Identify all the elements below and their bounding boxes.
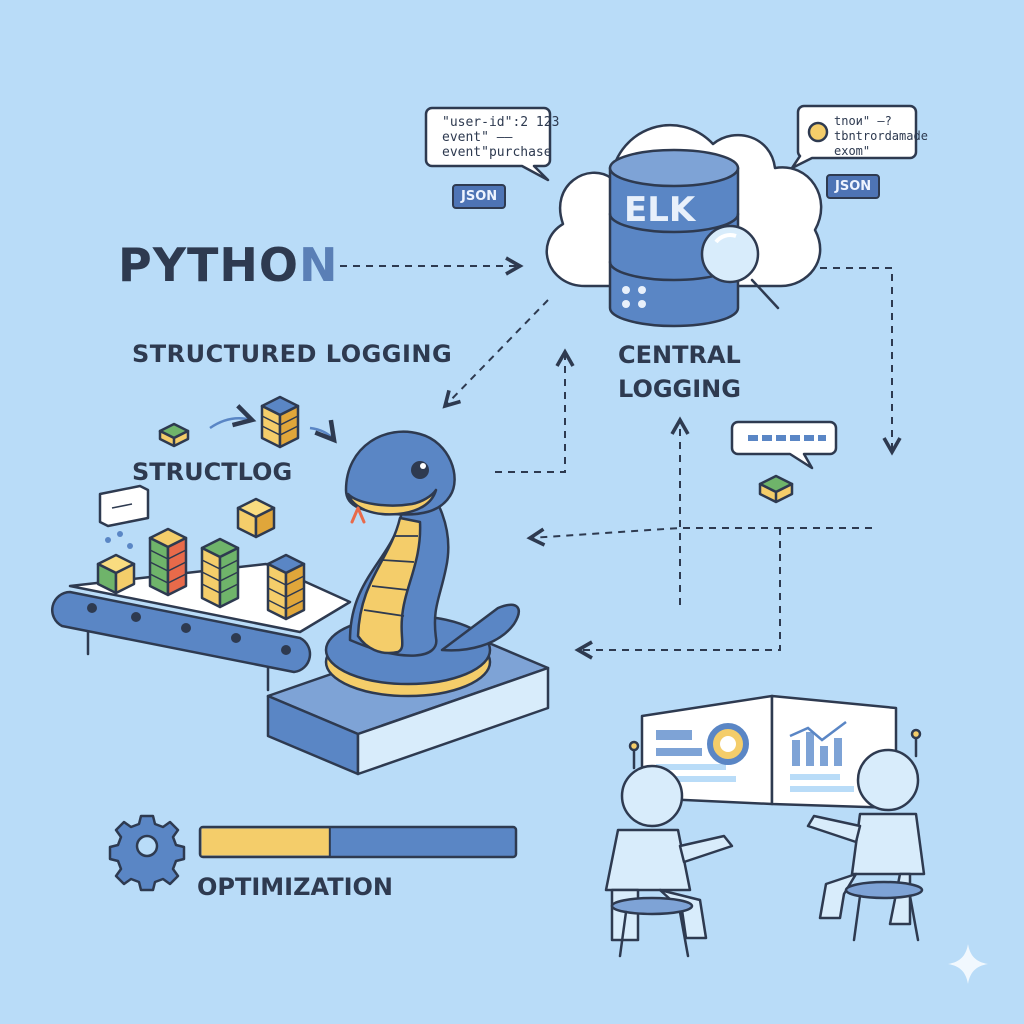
left-bubble-text: "user-id":2 123 event" —— event"purchase <box>442 115 559 160</box>
robots-to-snake-arrow <box>574 528 781 660</box>
structlog-label: STRUCTLOG <box>132 458 293 486</box>
dashed-connectors <box>340 256 902 660</box>
structured-logging-label: STRUCTURED LOGGING <box>132 340 453 368</box>
robot-icon <box>604 728 926 958</box>
conveyor-icon <box>51 484 352 692</box>
conveyor-stacks <box>96 527 306 621</box>
floating-cubes <box>158 395 794 539</box>
left-bubble-line-2: event" —— <box>442 130 513 145</box>
progress-bar <box>198 825 518 859</box>
right-json-bubble <box>790 104 918 170</box>
elk-label: ELK <box>624 190 696 230</box>
right-bubble-line-2: tbntrordamade <box>834 129 928 143</box>
message-bubble <box>730 420 838 470</box>
right-json-tag: JSON <box>826 174 881 199</box>
robot-right <box>806 728 926 942</box>
central-logging-label: CENTRAL LOGGING <box>618 338 741 406</box>
green-cube <box>158 422 190 448</box>
sparkle-icon <box>948 944 988 984</box>
left-bubble-line-3: event"purchase <box>442 145 552 160</box>
central-line-2: LOGGING <box>618 375 741 403</box>
yellow-cube <box>236 497 276 539</box>
right-bubble-line-1: tnoи" —? <box>834 114 892 128</box>
stacked-cube <box>260 395 300 449</box>
python-title: PYTHON <box>118 238 339 292</box>
left-json-tag: JSON <box>452 184 507 209</box>
magnifier-icon <box>700 224 780 310</box>
right-to-left-arrow <box>526 527 872 547</box>
cloud-to-right-arrow <box>820 267 902 456</box>
left-json-bubble <box>424 106 552 182</box>
optimization-label: OPTIMIZATION <box>197 873 394 901</box>
elk-to-structured-arrow <box>442 299 549 409</box>
bubble-cube <box>758 474 794 504</box>
snake-to-cloud-arrow <box>495 348 575 473</box>
bubble-badge-icon <box>807 121 829 143</box>
right-bubble-line-3: exom" <box>834 144 871 158</box>
robot-left <box>604 740 734 958</box>
right-bubble-text: tnoи" —? tbntrordamade exom" <box>834 114 928 159</box>
gear-icon <box>108 814 186 892</box>
left-bubble-line-1: "user-id":2 123 <box>442 115 560 130</box>
dispenser-icon <box>98 484 150 549</box>
database-icon <box>608 148 740 328</box>
snake-icon <box>324 430 520 698</box>
central-line-1: CENTRAL <box>618 341 741 369</box>
